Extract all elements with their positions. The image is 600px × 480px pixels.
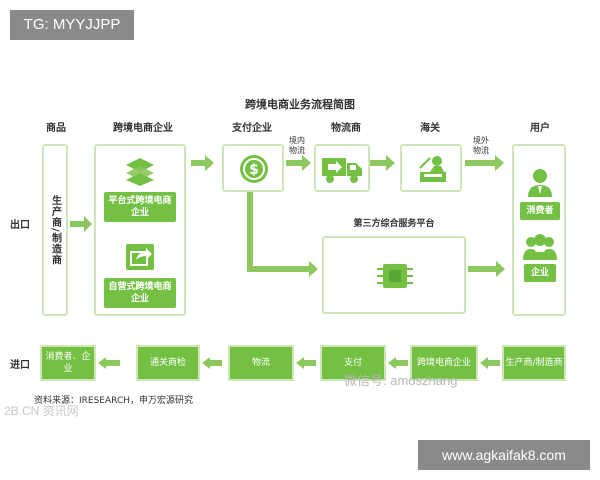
edge-label-domestic-logistics: 境内物流 <box>289 136 305 155</box>
consumer-person-icon <box>528 169 552 197</box>
producer-label: 生产商/制造商 <box>49 194 61 266</box>
self-operated-type-badge: 自营式跨境电商企业 <box>104 278 176 308</box>
logistics-box <box>314 144 370 192</box>
import-step-payment: 支付 <box>320 345 386 381</box>
layers-icon <box>126 158 154 186</box>
delivery-truck-icon <box>322 158 362 183</box>
dollar-coin-icon: $ <box>240 155 268 183</box>
watermark-url: www.agkaifak8.com <box>418 440 590 470</box>
svg-text:$: $ <box>249 162 259 178</box>
import-step-consumer-enterprise: 消费者、企业 <box>40 345 96 381</box>
customs-box <box>400 144 462 192</box>
ecommerce-panel: 平台式跨境电商企业 自营式跨境电商企业 <box>94 144 186 316</box>
export-arrow-ecommerce-to-payment <box>191 155 214 171</box>
export-arrow-payment-to-platform <box>247 190 318 277</box>
row-label-import: 进口 <box>10 360 30 371</box>
watermark-left-text: 2B.CN 资讯网 <box>4 404 79 418</box>
user-panel: 消费者 企业 <box>512 144 566 316</box>
column-header-logistics: 物流商 <box>331 123 361 134</box>
column-header-payment: 支付企业 <box>232 123 272 134</box>
watermark-tag: TG: MYYJJPP <box>10 10 134 40</box>
import-step-logistics: 物流 <box>228 345 294 381</box>
third-party-platform-box <box>322 236 466 314</box>
column-header-user: 用户 <box>530 123 550 134</box>
import-arrows <box>98 357 500 369</box>
export-arrow-payment-to-logistics <box>286 155 311 171</box>
export-arrow-goods-to-ecommerce <box>70 216 92 232</box>
export-arrow-customs-to-user <box>465 155 504 171</box>
diagram-title: 跨境电商业务流程简图 <box>245 98 355 111</box>
producer-box: 生产商/制造商 <box>42 144 68 316</box>
column-header-goods: 商品 <box>46 123 66 134</box>
edge-label-overseas-logistics: 境外物流 <box>473 136 489 155</box>
payment-box: $ <box>222 144 284 192</box>
export-arrow-platform-to-user <box>468 261 505 277</box>
enterprise-badge: 企业 <box>524 264 556 282</box>
import-step-ecommerce: 跨境电商企业 <box>410 345 478 381</box>
watermark-wechat-text: 微信号: amoszhang <box>344 373 458 388</box>
share-arrow-icon <box>126 244 154 270</box>
platform-type-badge: 平台式跨境电商企业 <box>104 192 176 222</box>
source-note: 资料来源：IRESEARCH，申万宏源研究 <box>34 396 194 406</box>
import-step-producer: 生产商/制造商 <box>502 345 566 381</box>
row-label-export: 出口 <box>10 220 30 231</box>
consumer-badge: 消费者 <box>520 202 560 220</box>
customs-officer-icon <box>419 156 446 182</box>
chip-icon <box>377 264 413 288</box>
third-party-platform-label: 第三方综合服务平台 <box>353 219 435 229</box>
column-header-customs: 海关 <box>420 123 440 134</box>
enterprise-group-icon <box>523 234 557 260</box>
column-header-ecommerce: 跨境电商企业 <box>113 123 173 134</box>
export-arrow-logistics-to-customs <box>370 155 395 171</box>
import-step-customs-inspection: 通关商检 <box>136 345 200 381</box>
